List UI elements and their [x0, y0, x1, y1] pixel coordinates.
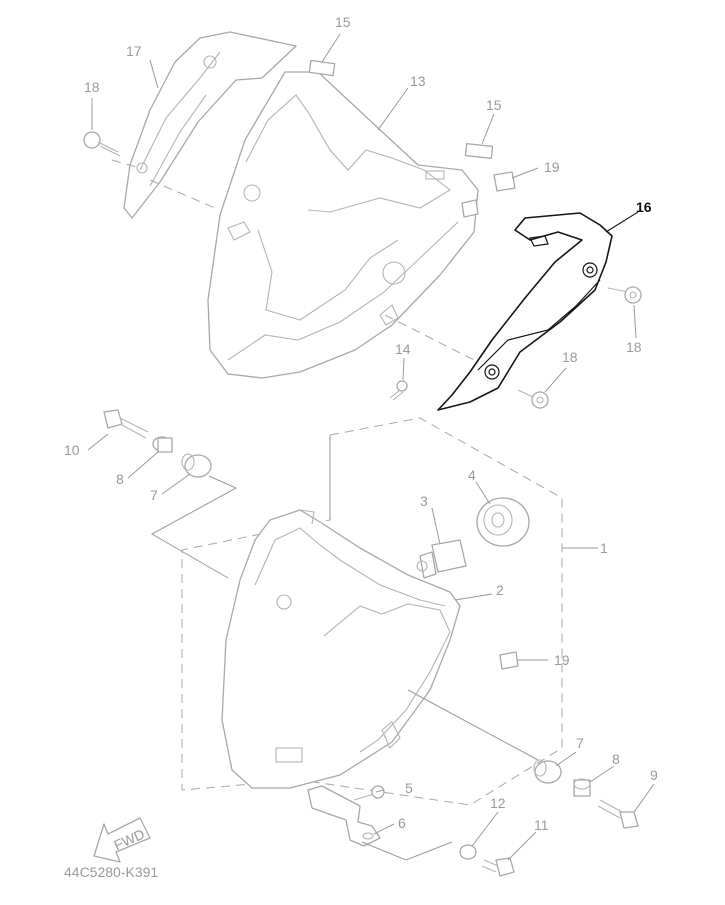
callout-7-right: 7	[576, 735, 584, 751]
callout-8-right: 8	[612, 751, 620, 767]
part-2-headlight-unit[interactable]	[221, 509, 461, 789]
guide-line-upper-left	[111, 159, 216, 209]
callout-12: 12	[490, 795, 506, 811]
callout-5: 5	[405, 780, 413, 796]
part-15-damper-lower[interactable]	[464, 143, 494, 159]
part-14-screw[interactable]	[389, 380, 408, 401]
callout-6: 6	[398, 815, 406, 831]
part-8-collar-right[interactable]	[573, 778, 591, 797]
part-11-bolt[interactable]	[481, 857, 515, 877]
part-18-screw-upper-left[interactable]	[83, 131, 121, 157]
callout-15-top: 15	[335, 14, 351, 30]
part-19-clip-on-cowling	[461, 199, 479, 218]
callout-18-top-left: 18	[84, 79, 100, 95]
callout-13: 13	[410, 73, 426, 89]
part-19-nut-lower[interactable]	[499, 651, 519, 670]
callout-3: 3	[420, 493, 428, 509]
part-7-grommet-right[interactable]	[533, 759, 562, 784]
part-6-bracket[interactable]	[307, 785, 381, 847]
callout-7-left: 7	[150, 487, 158, 503]
part-12-washer[interactable]	[459, 844, 477, 860]
callout-labels: 15 17 18 13 15 19 16 18 18 14 10 8 7 4 3…	[64, 14, 658, 833]
part-9-bolt-right[interactable]	[597, 799, 639, 829]
diagram-code: 44C5280-K391	[64, 864, 158, 880]
part-19-nut-upper[interactable]	[493, 171, 516, 192]
callout-18-lower-right: 18	[562, 349, 578, 365]
part-18-screw-lower-right[interactable]	[517, 389, 549, 409]
guide-line-16	[384, 314, 501, 371]
guide-line-lower-right	[407, 689, 539, 761]
callout-1: 1	[600, 540, 608, 556]
part-16-side-panel-right[interactable]	[437, 212, 613, 411]
part-3-headlight-bulb[interactable]	[416, 539, 467, 579]
callout-18-right: 18	[626, 339, 642, 355]
guide-line-bracket	[361, 841, 453, 861]
callout-8-left: 8	[116, 471, 124, 487]
callout-19-top: 19	[544, 159, 560, 175]
guide-line-grommet	[150, 475, 238, 579]
fwd-arrow-icon: FWD	[93, 817, 151, 863]
part-7-grommet-left[interactable]	[181, 453, 212, 478]
part-4-bulb-cover[interactable]	[476, 497, 530, 547]
part-18-screw-upper-right[interactable]	[607, 286, 642, 304]
part-10-bolt-left[interactable]	[103, 409, 149, 439]
part-15-damper-upper[interactable]	[308, 59, 336, 77]
callout-4: 4	[468, 467, 476, 483]
callout-10: 10	[64, 442, 80, 458]
callout-9: 9	[650, 767, 658, 783]
callout-19-lower: 19	[554, 652, 570, 668]
part-13-headlight-cowling[interactable]	[207, 71, 479, 379]
part-8-collar-left[interactable]	[152, 436, 173, 453]
callout-11: 11	[534, 817, 549, 833]
callout-15-mid: 15	[486, 97, 502, 113]
callout-14: 14	[395, 341, 411, 357]
callout-16: 16	[636, 199, 652, 215]
part-17-side-panel-left[interactable]	[123, 31, 297, 219]
leader-lines	[87, 33, 655, 861]
callout-17: 17	[126, 43, 142, 59]
assembly-outline	[181, 417, 563, 806]
callout-2: 2	[496, 582, 504, 598]
